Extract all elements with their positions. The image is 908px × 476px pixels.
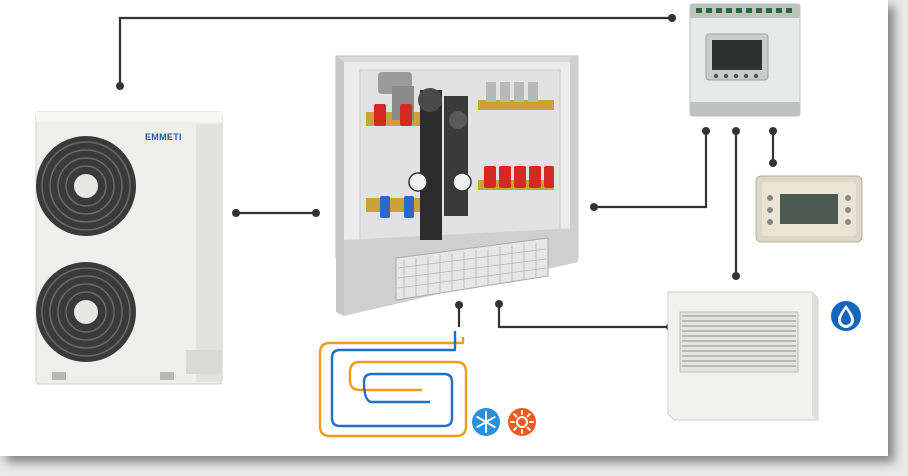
connector-dot (232, 209, 240, 217)
connector-dot (116, 82, 124, 90)
floor-loop-supply-pipe (318, 337, 468, 438)
plc-terminals (696, 8, 792, 13)
snowflake-icon (472, 408, 500, 436)
connector-dot (702, 127, 710, 135)
manifold-red-valves (484, 166, 554, 188)
connector-dot (455, 301, 463, 309)
water-drop-icon (831, 301, 861, 331)
fan-grille-bottom (36, 262, 136, 362)
terminal-buttons (767, 195, 851, 225)
radiant-floor-loop (318, 331, 468, 438)
fan-coil-grille (682, 315, 796, 367)
connector-dot (769, 127, 777, 135)
manifold-top-actuators (486, 82, 538, 102)
fan-grille-top (36, 136, 136, 236)
floor-loop-return-pipe (330, 331, 457, 428)
connector-lines (118, 16, 775, 329)
wall-user-terminal (755, 175, 863, 243)
connector-dot (769, 159, 777, 167)
connector-dot (590, 203, 598, 211)
hydronic-manifold-cabinet (335, 55, 579, 316)
link-manifold-to-controller (594, 131, 708, 209)
connector-dot (495, 300, 503, 308)
connector-dot (668, 14, 676, 22)
plc-buttons (713, 73, 759, 79)
cabinet-mesh-grille (397, 243, 547, 298)
outdoor-unit-brand-logo: EMMETI (145, 132, 182, 142)
connector-dot (732, 127, 740, 135)
system-controller-plc (689, 3, 801, 117)
sun-icon (508, 408, 536, 436)
fan-coil-dehumidifier (667, 291, 819, 421)
link-controller-to-outdoor-unit (118, 16, 672, 86)
connector-dot (312, 209, 320, 217)
outdoor-heat-pump-unit (35, 111, 223, 385)
link-manifold-to-fancoil (497, 304, 670, 329)
connector-dot (732, 272, 740, 280)
